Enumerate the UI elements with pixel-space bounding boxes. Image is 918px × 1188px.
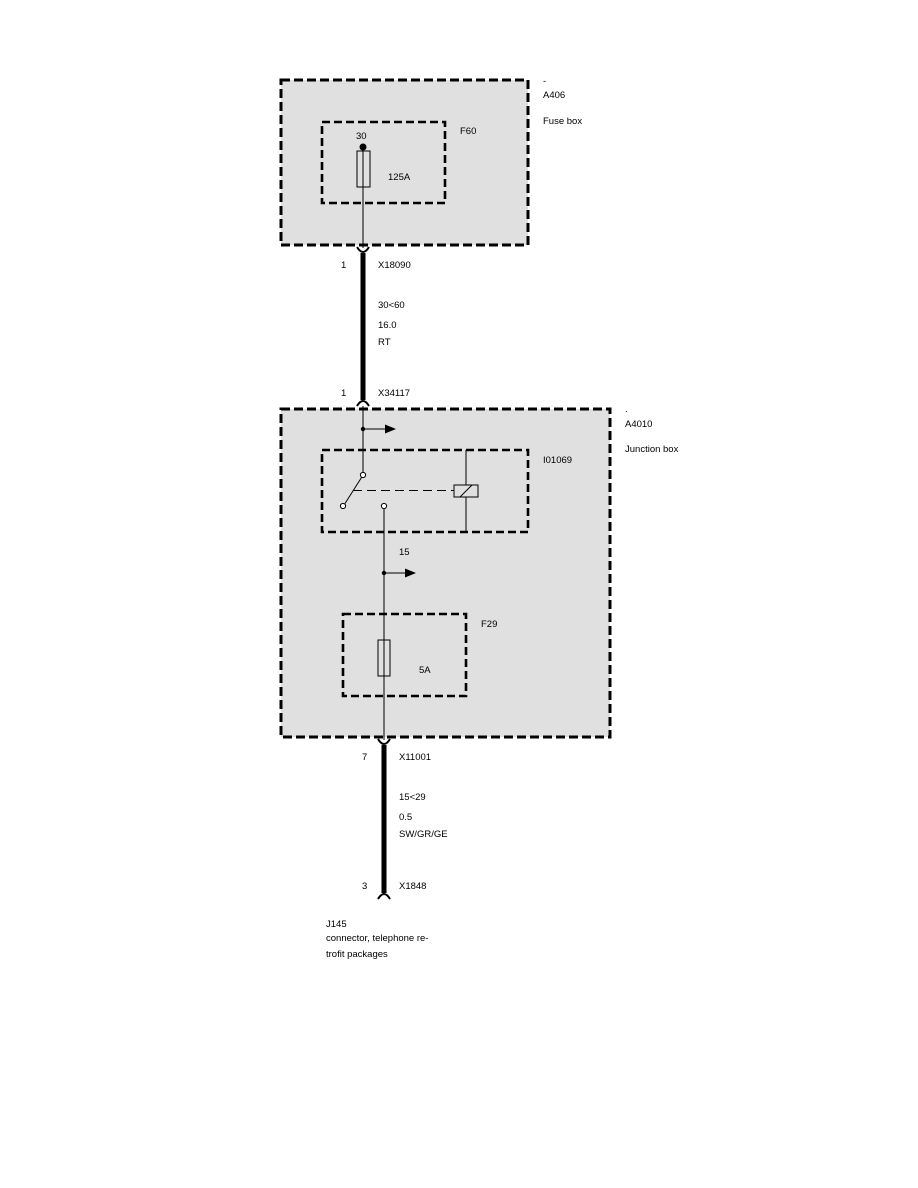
fuse-box-id: A406 [543,90,565,101]
fuse-f29-id: F29 [481,619,497,630]
wire-2-color-code: SW/GR/GE [399,829,448,840]
fuse-f60-id: F60 [460,126,476,137]
connector-x34117-symbol [356,400,370,407]
relay-open-contact [339,502,347,510]
component-description-line-2: trofit packages [326,949,388,960]
wire-2-to-connector: X1848 [399,881,426,892]
junction-box-outline [279,407,612,739]
component-description-line-1: connector, telephone re- [326,933,428,944]
relay-i01069-outline [320,448,530,534]
wire-2-from-pin: 7 [362,752,367,763]
wire-1-color-code: RT [378,337,391,348]
wire-1-to-connector: X34117 [378,388,410,399]
wire-2-from-connector: X11001 [399,752,431,763]
fuse-box-mark: - [543,76,546,87]
connector-x11001-symbol [377,738,391,745]
connector-x1848-symbol [377,893,391,900]
relay-pivot-contact [359,471,367,479]
wire-1-from-connector: X18090 [378,260,411,271]
fuse-box-outline [279,78,530,247]
relay-id: I01069 [543,455,572,466]
fuse-f60-terminal: 30 [356,131,367,142]
branch-arrow-top-icon [385,424,396,434]
branch-arrow-middle-icon [405,568,416,578]
junction-box-name: Junction box [625,444,679,455]
component-id: J145 [326,919,347,930]
wire-1-cross-section: 16.0 [378,320,397,331]
wire-2-to-pin: 3 [362,881,367,892]
fuse-f29-outline [341,612,468,698]
connector-x18090-symbol [356,246,370,253]
junction-box-mark: . [625,404,628,415]
wire-2-circuit: 15<29 [399,792,426,803]
terminal-15-label: 15 [399,547,410,558]
junction-box-id: A4010 [625,419,652,430]
fuse-f60-rating: 125A [388,172,411,183]
wire-2-cross-section: 0.5 [399,812,412,823]
fuse-f29-rating: 5A [419,665,431,676]
wire-1-circuit: 30<60 [378,300,405,311]
relay-coil-diagonal [459,484,473,498]
wire-1-to-pin: 1 [341,388,346,399]
wire-1-from-pin: 1 [341,260,346,271]
fuse-f60-outline [320,120,447,205]
relay-output-contact [380,502,388,510]
fuse-box-name: Fuse box [543,116,582,127]
